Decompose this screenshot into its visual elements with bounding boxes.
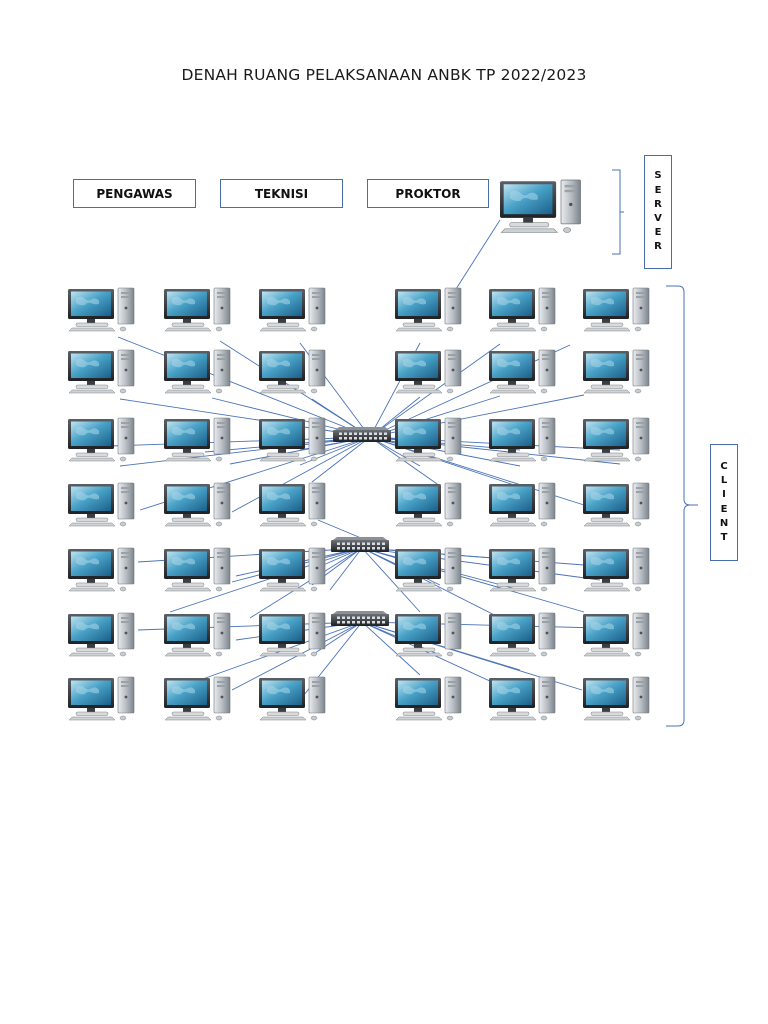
client-computer-icon — [67, 482, 135, 527]
client-computer-icon — [488, 482, 556, 527]
cable-line — [117, 336, 371, 438]
cable-line — [361, 621, 421, 676]
client-computer-icon — [582, 482, 650, 527]
client-computer-icon — [163, 287, 231, 332]
client-computer-icon — [488, 349, 556, 394]
client-computer-icon — [67, 417, 135, 462]
client-letter: E — [720, 503, 728, 515]
cable-line — [455, 219, 501, 290]
cable-line — [169, 547, 363, 613]
role-box-pengawas: PENGAWAS — [73, 179, 196, 208]
network-switch-icon — [331, 611, 389, 626]
client-computer-icon — [67, 676, 135, 721]
client-computer-icon — [488, 287, 556, 332]
client-computer-icon — [582, 612, 650, 657]
client-computer-icon — [394, 287, 462, 332]
server-label: S E R V E R — [644, 155, 672, 269]
role-box-proktor: PROKTOR — [367, 179, 489, 208]
cable-line — [369, 436, 441, 487]
client-computer-icon — [258, 349, 326, 394]
client-computer-icon — [67, 547, 135, 592]
client-computer-icon — [258, 482, 326, 527]
client-computer-icon — [258, 287, 326, 332]
client-letter: T — [720, 531, 728, 543]
client-computer-icon — [258, 547, 326, 592]
client-computer-icon — [582, 547, 650, 592]
client-computer-icon — [582, 417, 650, 462]
server-letter: E — [654, 184, 662, 196]
client-computer-icon — [163, 676, 231, 721]
client-computer-icon — [394, 547, 462, 592]
client-computer-icon — [163, 612, 231, 657]
cable-line — [311, 621, 363, 656]
server-letter: V — [654, 213, 662, 224]
cable-line — [109, 436, 371, 447]
cable-line — [329, 547, 363, 591]
client-computer-icon — [488, 612, 556, 657]
server-letter: R — [654, 198, 662, 210]
client-computer-icon — [394, 676, 462, 721]
cable-line — [369, 395, 501, 438]
cable-line — [317, 519, 362, 539]
client-computer-icon — [394, 417, 462, 462]
client-computer-icon — [394, 482, 462, 527]
client-computer-icon — [67, 349, 135, 394]
client-bracket — [666, 285, 698, 727]
cable-line — [361, 547, 421, 613]
client-computer-icon — [582, 287, 650, 332]
client-computer-icon — [258, 676, 326, 721]
client-computer-icon — [67, 287, 135, 332]
server-letter: S — [654, 170, 662, 182]
client-computer-icon — [163, 482, 231, 527]
client-computer-icon — [67, 612, 135, 657]
cable-line — [231, 436, 371, 513]
client-computer-icon — [258, 612, 326, 657]
network-switch-icon — [331, 537, 389, 552]
client-letter: N — [719, 517, 729, 529]
client-computer-icon — [582, 676, 650, 721]
server-letter: E — [654, 227, 662, 239]
client-computer-icon — [488, 547, 556, 592]
client-computer-icon — [582, 349, 650, 394]
server-computer-icon — [499, 179, 582, 234]
client-computer-icon — [163, 349, 231, 394]
cable-line — [311, 436, 371, 483]
cable-line — [249, 547, 363, 619]
cable-line — [119, 436, 371, 467]
page-title: DENAH RUANG PELAKSANAAN ANBK TP 2022/202… — [181, 66, 587, 84]
client-letter: I — [722, 489, 726, 501]
server-bracket — [612, 169, 624, 255]
server-letter: R — [654, 241, 662, 253]
client-computer-icon — [163, 547, 231, 592]
client-computer-icon — [488, 417, 556, 462]
role-box-teknisi: TEKNISI — [220, 179, 343, 208]
client-label: C L I E N T — [710, 444, 738, 561]
client-letter: C — [720, 460, 728, 472]
network-switch-icon — [333, 427, 391, 442]
client-computer-icon — [394, 349, 462, 394]
cable-line — [119, 398, 371, 438]
client-letter: L — [720, 475, 728, 487]
client-computer-icon — [488, 676, 556, 721]
